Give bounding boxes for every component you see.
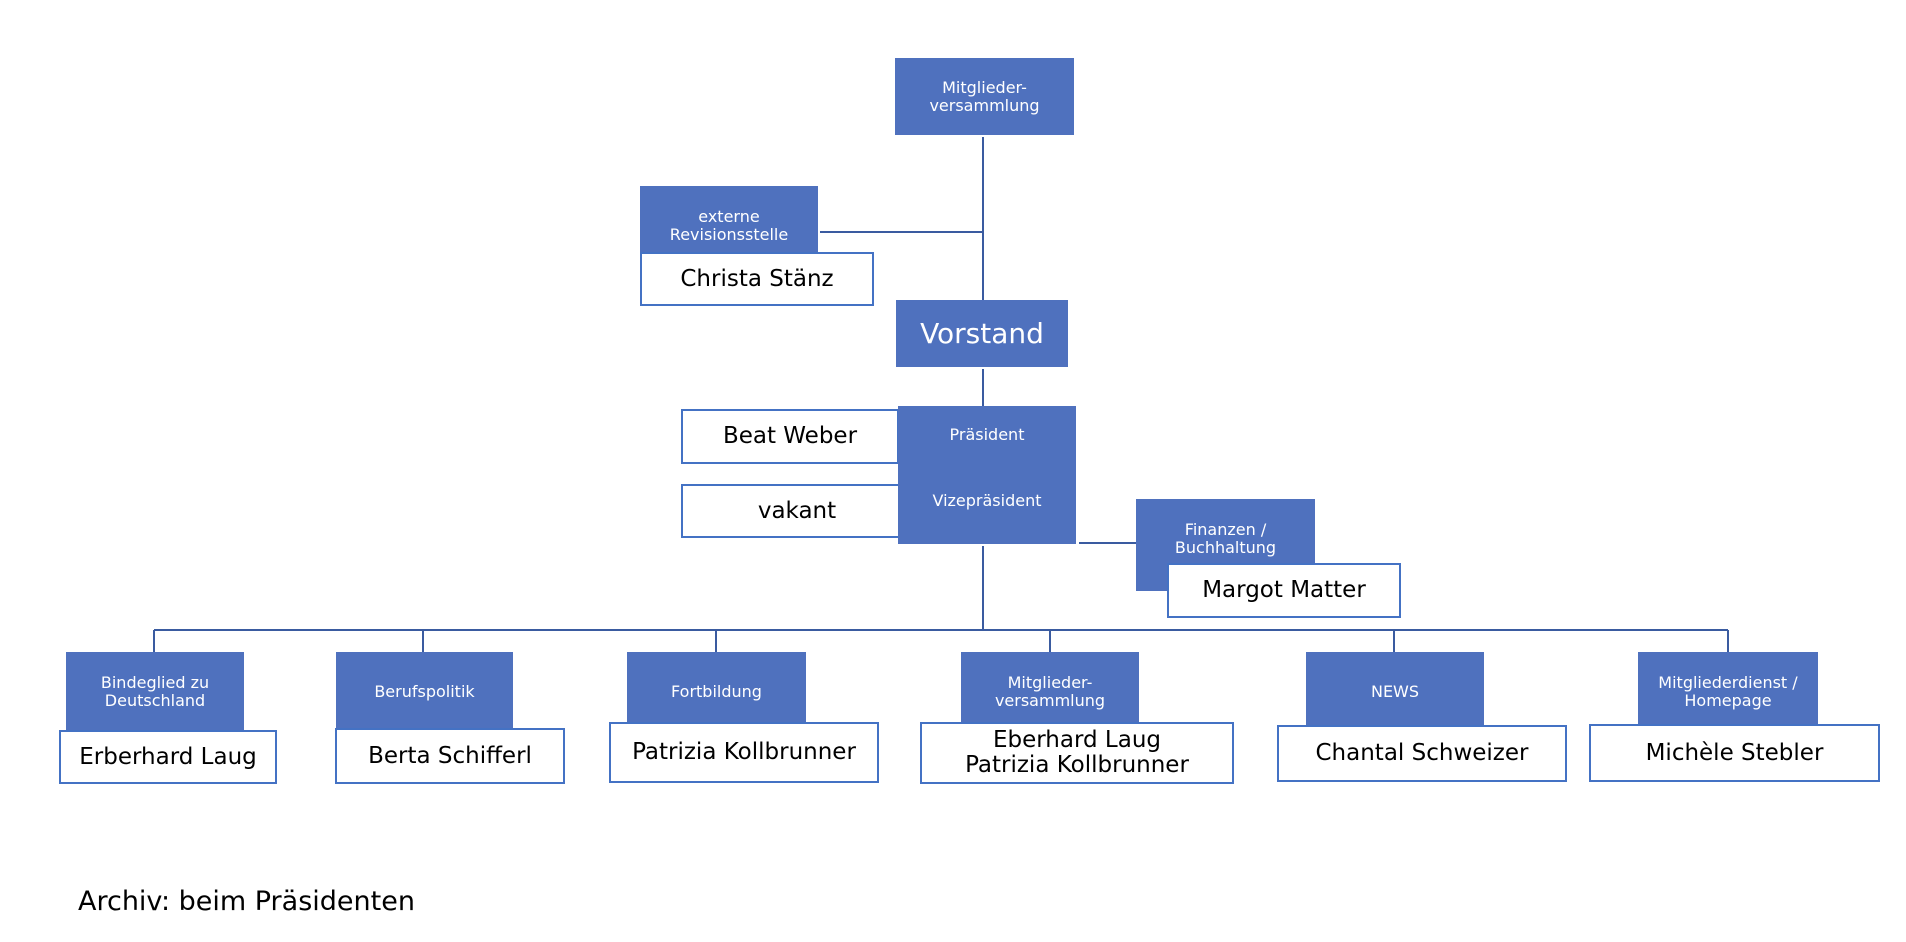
person-name-line1: Eberhard Laug [992,727,1162,753]
node-label-line2: versammlung [929,95,1040,115]
node-label-line1: Mitglieder- [942,77,1027,97]
node-label-praesident: Präsident [949,425,1025,444]
person-dept-berufspolitik: Berta Schifferl [335,728,565,784]
person-name: Margot Matter [1202,577,1366,603]
person-name: Erberhard Laug [79,743,257,770]
node-dept-mitgliederdienst: Mitgliederdienst / Homepage [1638,652,1818,732]
archive-note: Archiv: beim Präsidenten [78,886,415,917]
node-label-vizepraesident: Vizepräsident [932,491,1042,510]
person-name: Chantal Schweizer [1315,740,1529,766]
person-name: Michèle Stebler [1645,739,1824,766]
node-label: Vorstand [920,316,1044,350]
person-revisionsstelle: Christa Stänz [640,252,874,306]
node-label-line2: Homepage [1684,691,1772,710]
person-finanzen: Margot Matter [1167,563,1401,618]
person-name: Berta Schifferl [368,742,532,769]
node-dept-berufspolitik: Berufspolitik [336,652,513,732]
person-name: Patrizia Kollbrunner [632,739,856,765]
node-dept-fortbildung: Fortbildung [627,652,806,732]
node-label-line1: Bindeglied zu [100,673,210,692]
node-label: NEWS [1370,682,1420,701]
node-label: Fortbildung [671,682,762,701]
node-praesidium: Präsident Vizepräsident [898,406,1076,544]
node-label-line2: Deutschland [104,691,206,710]
node-label-line2: Buchhaltung [1174,538,1277,557]
node-label-line1: Mitglieder- [1007,673,1093,692]
person-dept-mitgliederdienst: Michèle Stebler [1589,724,1880,782]
person-name: Beat Weber [722,423,858,449]
node-label-line1: externe [698,207,760,226]
node-dept-bindeglied: Bindeglied zu Deutschland [66,652,244,732]
person-dept-mitgliederversammlung: Eberhard Laug Patrizia Kollbrunner [920,722,1234,784]
person-vizepraesident: vakant [681,484,913,538]
node-label-line1: Mitgliederdienst / [1658,673,1798,692]
node-dept-mitgliederversammlung: Mitglieder- versammlung [961,652,1139,732]
node-label: Berufspolitik [374,682,475,701]
person-name: Christa Stänz [680,265,834,292]
node-vorstand: Vorstand [896,300,1068,367]
node-label-line2: versammlung [994,691,1106,710]
node-label-line1: Finanzen / [1184,520,1267,539]
node-label-line2: Revisionsstelle [669,225,789,244]
person-dept-fortbildung: Patrizia Kollbrunner [609,722,879,783]
person-praesident: Beat Weber [681,409,899,464]
person-dept-bindeglied: Erberhard Laug [59,730,277,784]
person-name: vakant [757,497,837,524]
node-revisionsstelle: externe Revisionsstelle [640,186,818,264]
person-dept-news: Chantal Schweizer [1277,725,1567,782]
person-name-line2: Patrizia Kollbrunner [965,752,1189,778]
node-dept-news: NEWS [1306,652,1484,732]
node-mitgliederversammlung-top: Mitglieder- versammlung [895,58,1074,135]
